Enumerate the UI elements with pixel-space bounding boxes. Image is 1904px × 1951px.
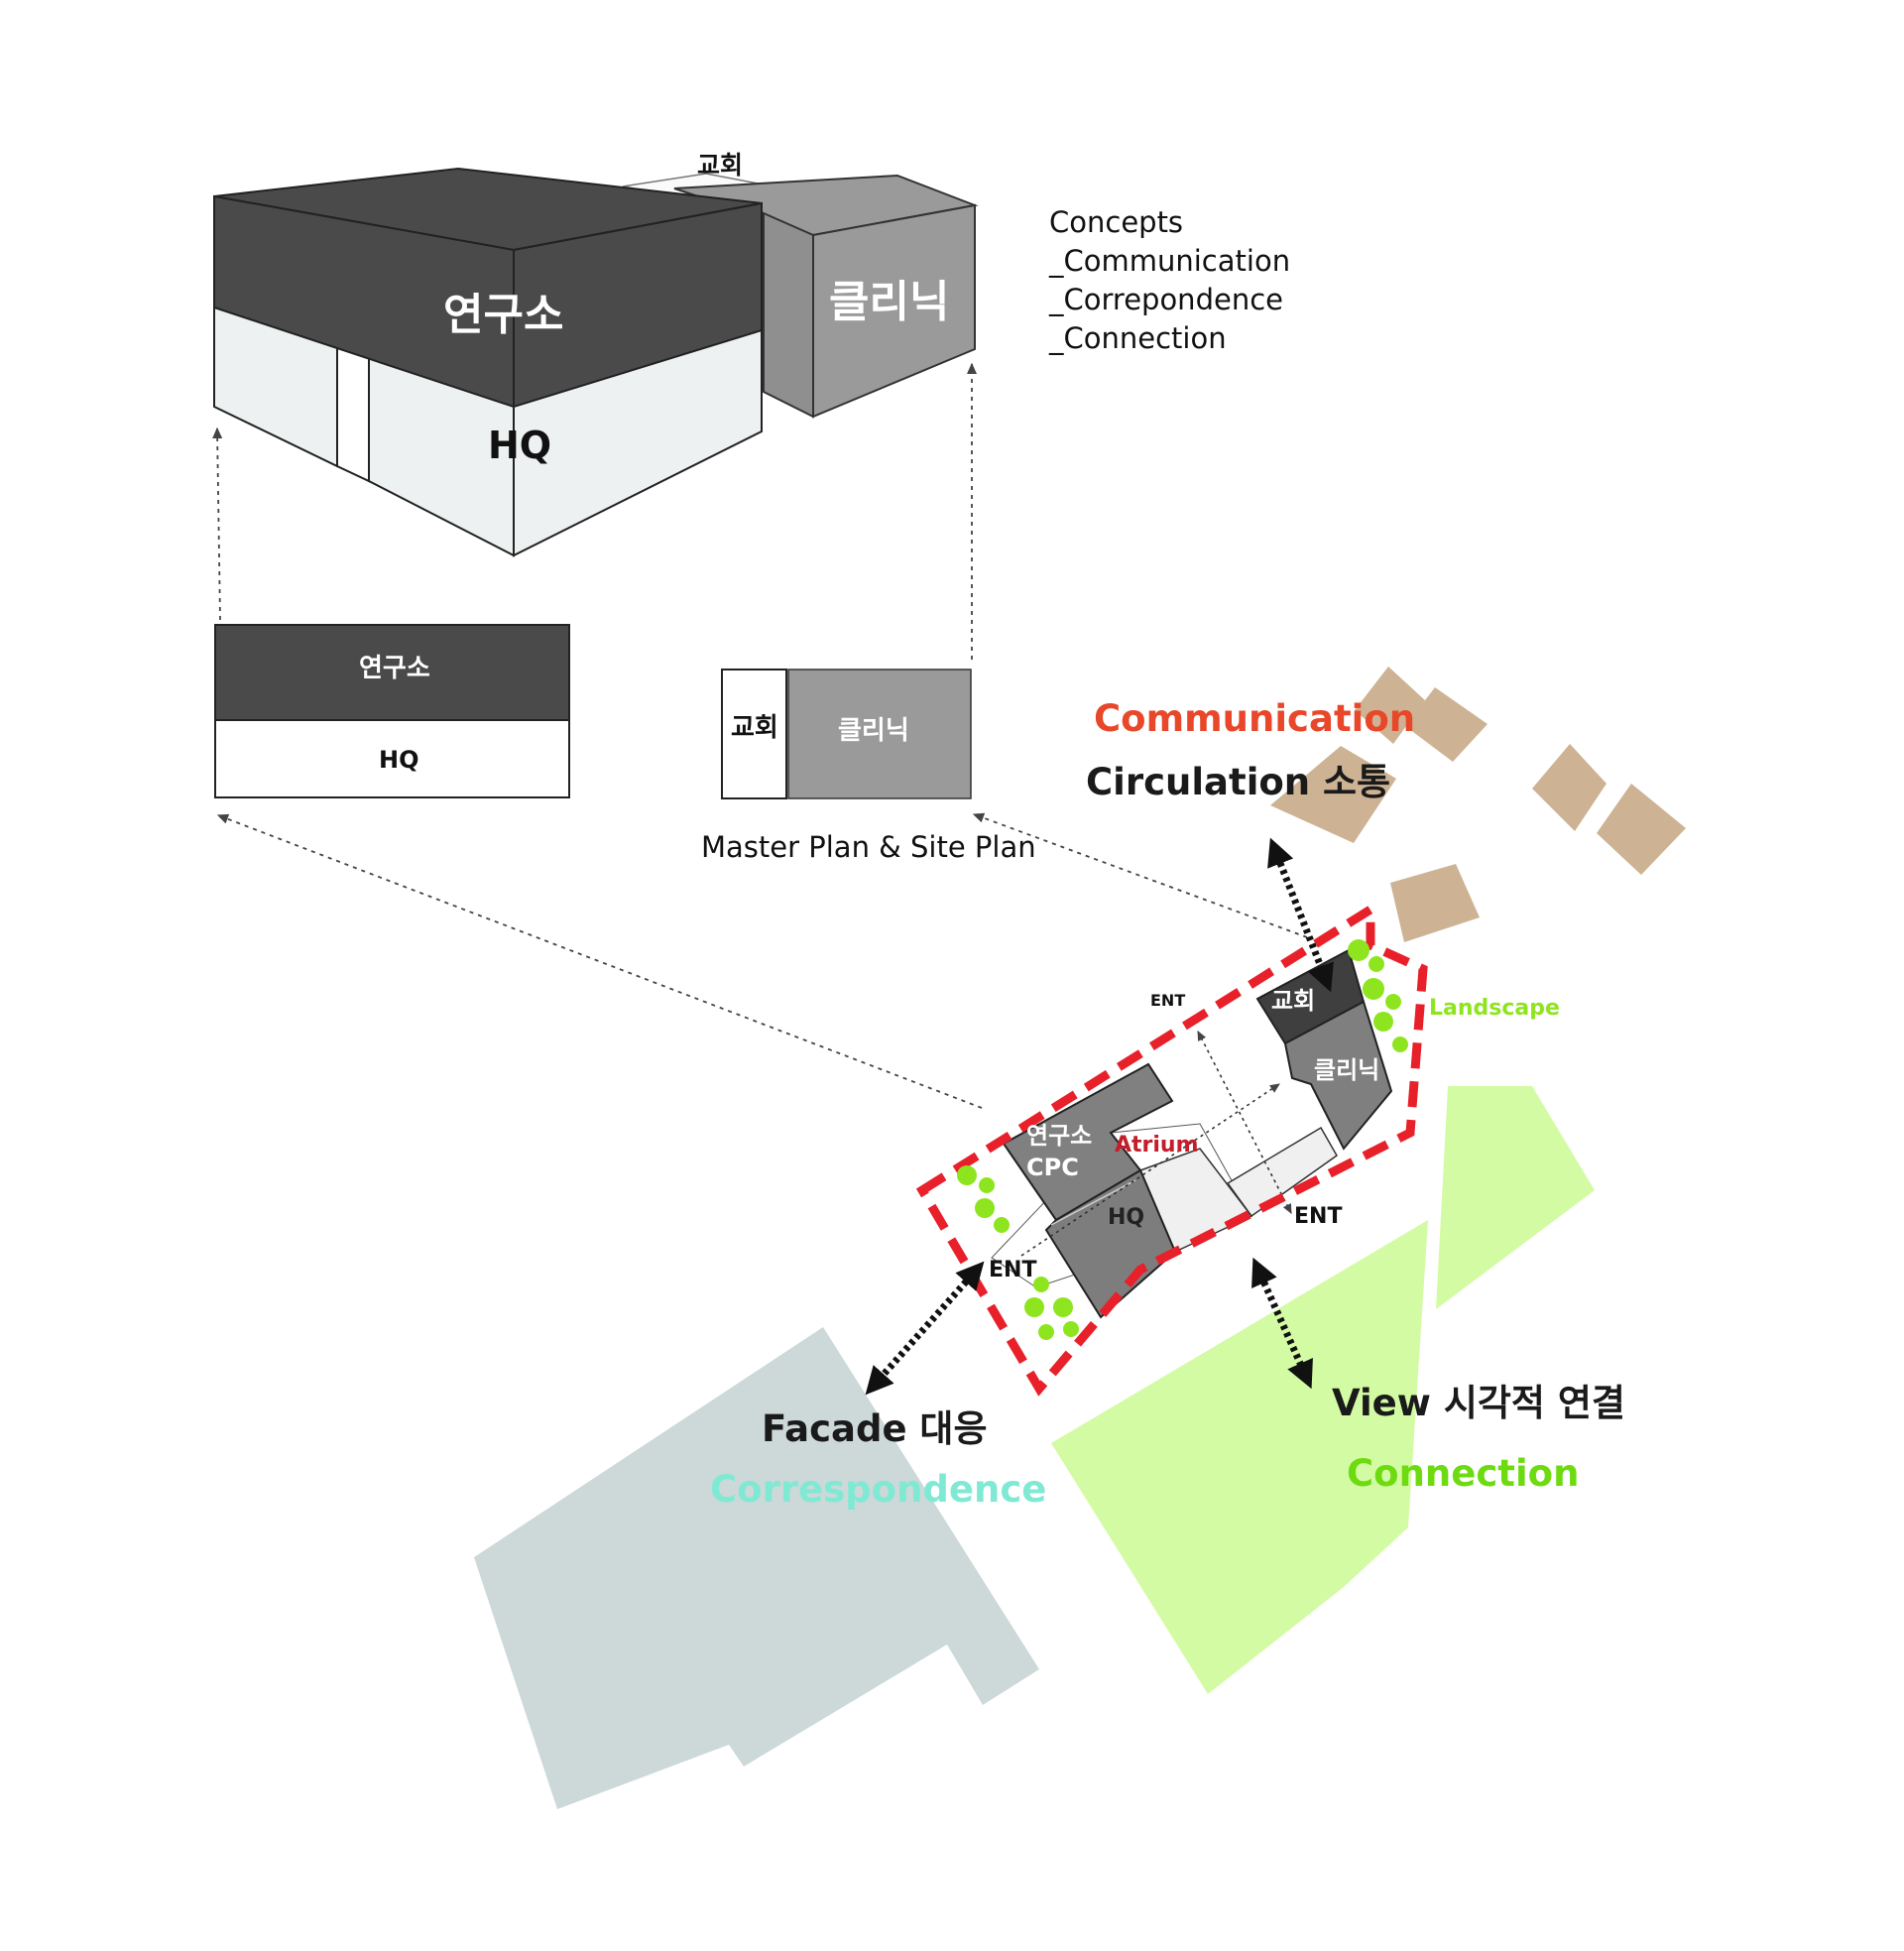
tree [1368, 956, 1384, 972]
tree [1363, 978, 1384, 1000]
arrow-circulation [1267, 837, 1334, 993]
iso-research-right [513, 201, 763, 409]
view-label: View 시각적 연결 [1332, 1382, 1625, 1424]
concept-item: _Communication [1049, 244, 1291, 278]
tree [1385, 994, 1401, 1010]
concepts-block: Concepts _Communication _Correpondence _… [1049, 203, 1290, 358]
leader-arrow-site-right [972, 812, 1308, 938]
tree [975, 1198, 995, 1218]
neighbor-building-5 [1597, 784, 1686, 875]
neighbor-building-1 [1355, 667, 1425, 744]
relation-arrows [865, 837, 1334, 1396]
tree [957, 1165, 977, 1185]
iso-research-label: 연구소 [443, 290, 564, 340]
plan-diagrams [214, 624, 972, 799]
plan-caption: Master Plan & Site Plan [701, 830, 1036, 864]
site-plan [991, 948, 1393, 1319]
iso-clinic-side [763, 211, 814, 419]
iso-hq-label: HQ [488, 424, 552, 467]
site-hq-label: HQ [1108, 1205, 1145, 1230]
leader-arrow-hq [212, 427, 223, 621]
iso-hq-gap-face [336, 335, 370, 483]
atrium-label: Atrium [1115, 1133, 1199, 1158]
tree [1024, 1297, 1044, 1317]
ent-label-right: ENT [1294, 1204, 1343, 1229]
site-boundary [915, 901, 1428, 1397]
concepts-title: Concepts [1049, 205, 1184, 239]
tree [1392, 1036, 1408, 1052]
plan-church-label: 교회 [731, 713, 778, 743]
communication-label: Communication [1094, 697, 1416, 740]
facade-label: Facade 대응 [762, 1407, 988, 1450]
concept-item: _Connection [1049, 321, 1227, 355]
neighbor-building-4 [1532, 744, 1606, 831]
tree [1033, 1277, 1049, 1292]
arrow-facade [865, 1261, 985, 1396]
plan-hq-block [214, 719, 570, 798]
tree [979, 1177, 995, 1193]
connection-label: Connection [1347, 1452, 1580, 1495]
plan-hq-label: HQ [379, 746, 419, 774]
tree [1053, 1297, 1073, 1317]
tree [994, 1217, 1010, 1233]
plan-clinic-label: 클리닉 [838, 716, 909, 746]
landscape-label: Landscape [1429, 996, 1560, 1021]
tree [1373, 1012, 1393, 1032]
neighbor-building-6 [1390, 864, 1480, 942]
plan-research-label: 연구소 [359, 654, 430, 683]
site-division-line [1050, 1179, 1136, 1226]
green-park-area-upper [1436, 1086, 1595, 1309]
site-research-label: 연구소 [1026, 1122, 1093, 1150]
tree [1063, 1321, 1079, 1337]
landscape-trees [957, 939, 1408, 1340]
neighbor-building-2 [1405, 687, 1488, 762]
leader-arrow-site-left [216, 813, 983, 1109]
tree [1348, 939, 1369, 961]
circulation-label: Circulation 소통 [1086, 761, 1391, 803]
tree [1038, 1324, 1054, 1340]
neighbor-building-3 [1270, 746, 1396, 843]
iso-clinic-label: 클리닉 [829, 277, 950, 327]
site-clinic-label: 클리닉 [1314, 1056, 1380, 1084]
ent-label-top: ENT [1150, 991, 1186, 1010]
green-park-area [1051, 1220, 1428, 1694]
ent-label-left: ENT [989, 1258, 1037, 1282]
site-hq-block [1044, 1168, 1177, 1319]
iso-clinic-front [812, 203, 976, 419]
site-cpc-label: CPC [1026, 1154, 1079, 1181]
site-atrium-light-2 [1226, 1126, 1338, 1218]
plan-church-block [721, 669, 787, 799]
plan-clinic-block [787, 669, 972, 799]
correspondence-label: Correspondence [710, 1468, 1047, 1511]
concept-item: _Correpondence [1049, 283, 1283, 316]
leader-arrows [212, 362, 1308, 1109]
site-church-label: 교회 [1271, 987, 1316, 1015]
iso-church-label: 교회 [697, 151, 744, 180]
context-areas [474, 667, 1686, 1809]
slate-neighbor-area [474, 1327, 1039, 1809]
site-clinic-block [1283, 1000, 1393, 1151]
isometric-model [213, 167, 979, 557]
